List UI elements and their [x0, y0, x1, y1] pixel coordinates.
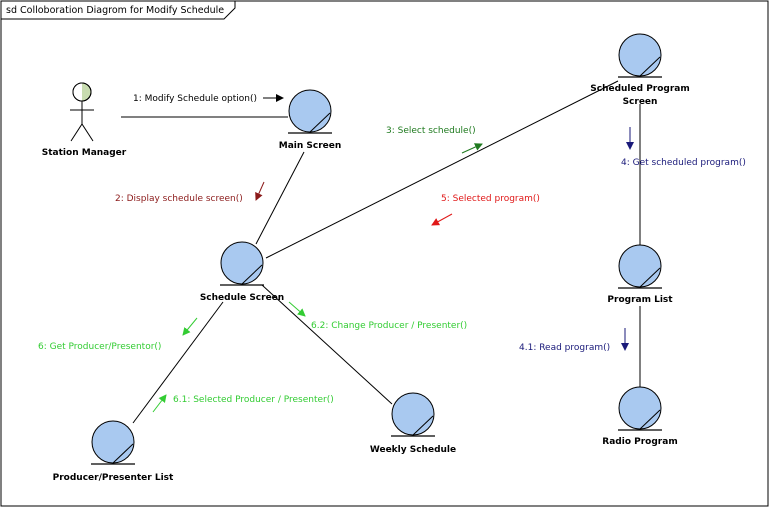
- message-4: 4: Get scheduled program(): [621, 127, 746, 168]
- message-6-2-arrow: [288, 301, 306, 317]
- message-4-label: 4: Get scheduled program(): [621, 158, 746, 168]
- message-6-label: 6: Get Producer/Presentor(): [38, 342, 161, 352]
- frame-title: sd Colloboration Diagrom for Modify Sche…: [6, 5, 224, 16]
- schedule-screen-label: Schedule Screen: [200, 293, 284, 303]
- object-main-screen[interactable]: Main Screen: [279, 89, 342, 151]
- object-scheduled-program-screen[interactable]: Scheduled Program Screen: [590, 33, 690, 107]
- actor-station-manager[interactable]: Station Manager: [42, 82, 127, 158]
- message-2-label: 2: Display schedule screen(): [115, 194, 243, 204]
- link-schedule-weekly: [261, 284, 393, 405]
- message-6-arrow: [182, 317, 198, 336]
- scheduled-program-screen-label-2: Screen: [623, 97, 658, 107]
- message-4-1: 4.1: Read program(): [519, 328, 629, 353]
- link-schedule-producer: [132, 301, 224, 424]
- program-list-label: Program List: [607, 295, 673, 305]
- message-2-arrow: [255, 181, 265, 201]
- message-5: 5: Selected program(): [431, 194, 540, 226]
- object-producer-presenter-list[interactable]: Producer/Presenter List: [53, 420, 174, 483]
- message-6: 6: Get Producer/Presentor(): [38, 317, 198, 352]
- message-6-1: 6.1: Selected Producer / Presenter(): [152, 394, 334, 413]
- message-3-label: 3: Select schedule(): [386, 126, 476, 136]
- producer-presenter-list-label: Producer/Presenter List: [53, 473, 174, 483]
- message-1: 1: Modify Schedule option(): [133, 94, 284, 104]
- message-1-label: 1: Modify Schedule option(): [133, 94, 257, 104]
- message-3-arrow: [461, 143, 483, 154]
- link-main-schedule: [255, 151, 305, 245]
- message-5-label: 5: Selected program(): [441, 194, 540, 204]
- message-3: 3: Select schedule(): [386, 126, 483, 154]
- object-program-list[interactable]: Program List: [607, 244, 673, 305]
- message-6-1-label: 6.1: Selected Producer / Presenter(): [173, 395, 334, 405]
- scheduled-program-screen-label-1: Scheduled Program: [590, 84, 690, 94]
- radio-program-label: Radio Program: [602, 437, 677, 447]
- link-schedule-scheduled: [265, 80, 619, 259]
- weekly-schedule-label: Weekly Schedule: [370, 445, 456, 455]
- message-6-2: 6.2: Change Producer / Presenter(): [288, 301, 467, 331]
- message-2: 2: Display schedule screen(): [115, 181, 265, 204]
- frame-title-tab: [1, 1, 236, 20]
- links: [121, 80, 641, 424]
- message-4-1-label: 4.1: Read program(): [519, 343, 610, 353]
- message-6-1-arrow: [152, 394, 167, 413]
- message-5-arrow: [431, 213, 453, 226]
- main-screen-label: Main Screen: [279, 141, 342, 151]
- object-radio-program[interactable]: Radio Program: [602, 386, 678, 447]
- message-6-2-label: 6.2: Change Producer / Presenter(): [311, 321, 467, 331]
- object-schedule-screen[interactable]: Schedule Screen: [200, 241, 284, 303]
- actor-label: Station Manager: [42, 148, 127, 158]
- object-weekly-schedule[interactable]: Weekly Schedule: [370, 392, 456, 455]
